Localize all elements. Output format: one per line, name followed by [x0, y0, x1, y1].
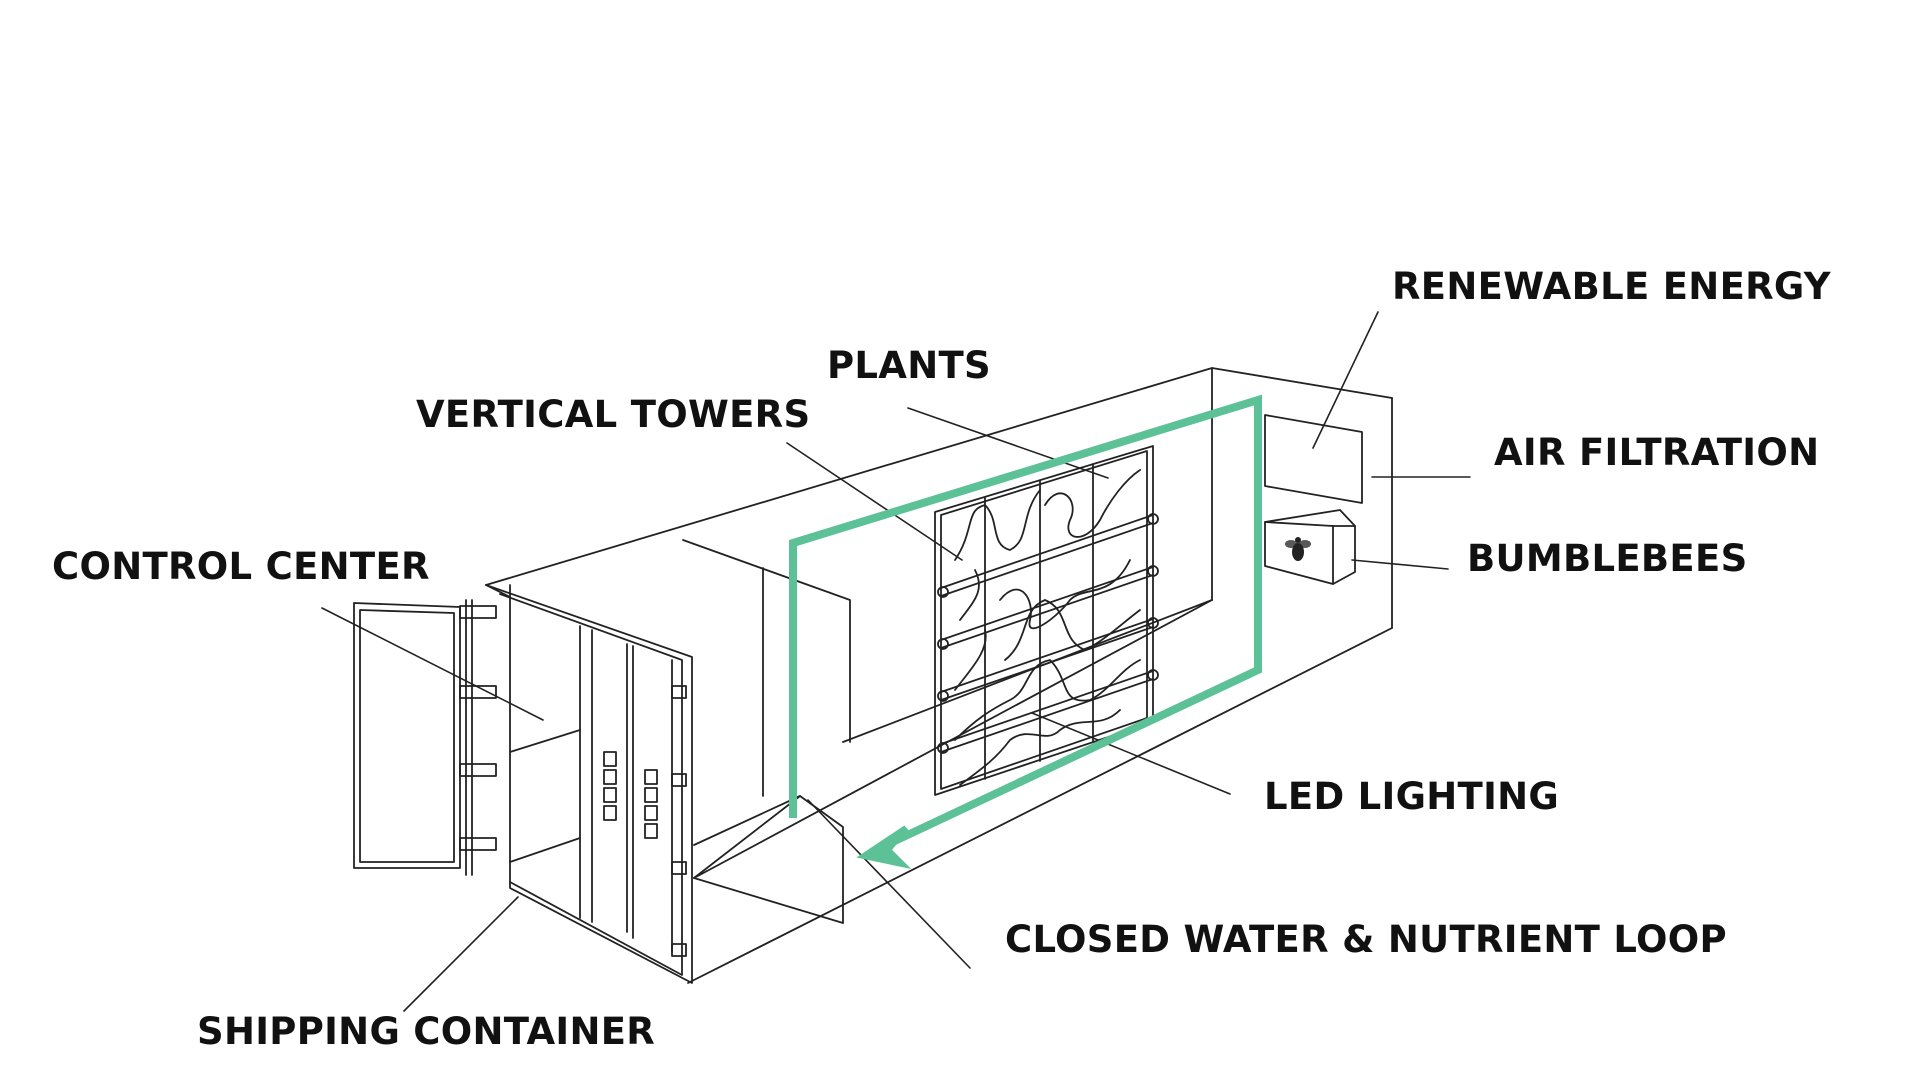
control-center-partition: [682, 539, 851, 924]
control-center-label: CONTROL CENTER: [52, 545, 430, 588]
leader-lines: [321, 311, 1471, 1012]
water-loop-arrow: [789, 394, 1262, 870]
closed-water-loop-label: CLOSED WATER & NUTRIENT LOOP: [1005, 918, 1727, 961]
shipping-container-label: SHIPPING CONTAINER: [197, 1010, 656, 1053]
inner-container-doors: [509, 625, 687, 957]
vertical-towers-label: VERTICAL TOWERS: [416, 393, 811, 436]
led-lighting-bars: [937, 513, 1159, 754]
renewable-energy-panel: [1264, 414, 1363, 504]
water-loop-arrowhead: [856, 825, 912, 870]
led-lighting-label: LED LIGHTING: [1264, 775, 1560, 818]
renewable-energy-label: RENEWABLE ENERGY: [1392, 265, 1831, 308]
air-filtration-label: AIR FILTRATION: [1494, 431, 1820, 474]
bumblebees-label: BUMBLEBEES: [1467, 537, 1748, 580]
open-container-door: [353, 599, 497, 876]
plants-label: PLANTS: [827, 344, 991, 387]
bee-icon: [1285, 537, 1311, 561]
bumblebee-box: [1264, 509, 1356, 585]
plant-vines: [954, 469, 1141, 786]
